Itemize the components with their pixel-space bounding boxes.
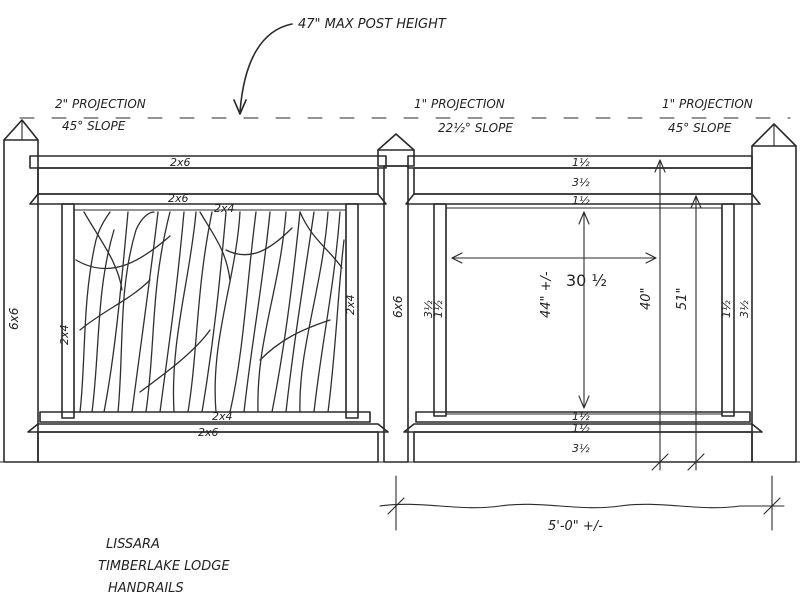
left-left-stile-label: 2x4 [58,324,71,345]
left-panel: 2x6 2x6 2x4 2x4 2x4 2x4 2x6 6x6 [7,155,389,463]
left-post [3,119,39,463]
right-right-stile-dim-1: 1½ [720,300,733,318]
middle-projection-label: 1" PROJECTION [414,97,505,111]
right-bottom-dim-2: 1½ [572,422,590,435]
right-panel: 30 ½ 44" +/- 40" 51" 1½ 3½ 1½ 1½ 1½ 3½ 3… [391,155,763,471]
left-slope-label: 45° SLOPE [62,119,126,133]
left-top-rail-label: 2x6 [170,156,191,169]
left-right-stile-label: 2x4 [344,294,357,315]
right-bottom-dim-3: 3½ [572,442,590,455]
max-post-height-callout: 47" MAX POST HEIGHT [233,17,447,115]
height-51-label: 51" [675,287,690,310]
opening-height-dimension: 44" +/- [539,211,590,409]
title-line-3: HANDRAILS [108,581,184,596]
title-block: LISSARA TIMBERLAKE LODGE HANDRAILS [98,537,230,596]
right-top-dim-3: 1½ [572,194,590,207]
right-right-stile-dim-2: 3½ [738,300,751,318]
height-40-label: 40" [639,287,654,310]
right-left-stile-dim-2: 1½ [432,300,445,318]
right-bottom-dim-1: 1½ [572,410,590,423]
max-post-height-label: 47" MAX POST HEIGHT [298,17,447,32]
middle-slope-label: 22½° SLOPE [438,121,513,135]
right-left-stile-dim-1: 3½ [422,300,435,318]
callout-arrow [239,23,293,113]
title-line-1: LISSARA [106,537,160,552]
projection-notes: 2" PROJECTION 45° SLOPE 1" PROJECTION 22… [55,97,753,135]
right-post [751,123,797,463]
left-bottom-rail-label: 2x6 [198,426,219,439]
right-slope-label: 45° SLOPE [668,121,732,135]
title-line-2: TIMBERLAKE LODGE [98,559,230,574]
span-dimension: 5'-0" +/- [379,475,785,534]
opening-width-label: 30 ½ [566,271,607,290]
right-projection-label: 1" PROJECTION [662,97,753,111]
left-post-label: 6x6 [7,307,21,330]
span-label: 5'-0" +/- [548,519,603,534]
callout-arrowhead [233,99,247,115]
opening-height-label: 44" +/- [539,271,554,318]
opening-width-dimension: 30 ½ [451,252,657,290]
left-top-inner-rail-2-label: 2x4 [214,202,235,215]
right-post-label: 6x6 [391,295,405,318]
right-top-dim-1: 1½ [572,156,590,169]
left-projection-label: 2" PROJECTION [55,97,146,111]
right-top-dim-2: 3½ [572,176,590,189]
left-bottom-inner-rail-label: 2x4 [212,410,233,423]
branch-infill [75,211,345,413]
left-top-inner-rail-label: 2x6 [168,192,189,205]
